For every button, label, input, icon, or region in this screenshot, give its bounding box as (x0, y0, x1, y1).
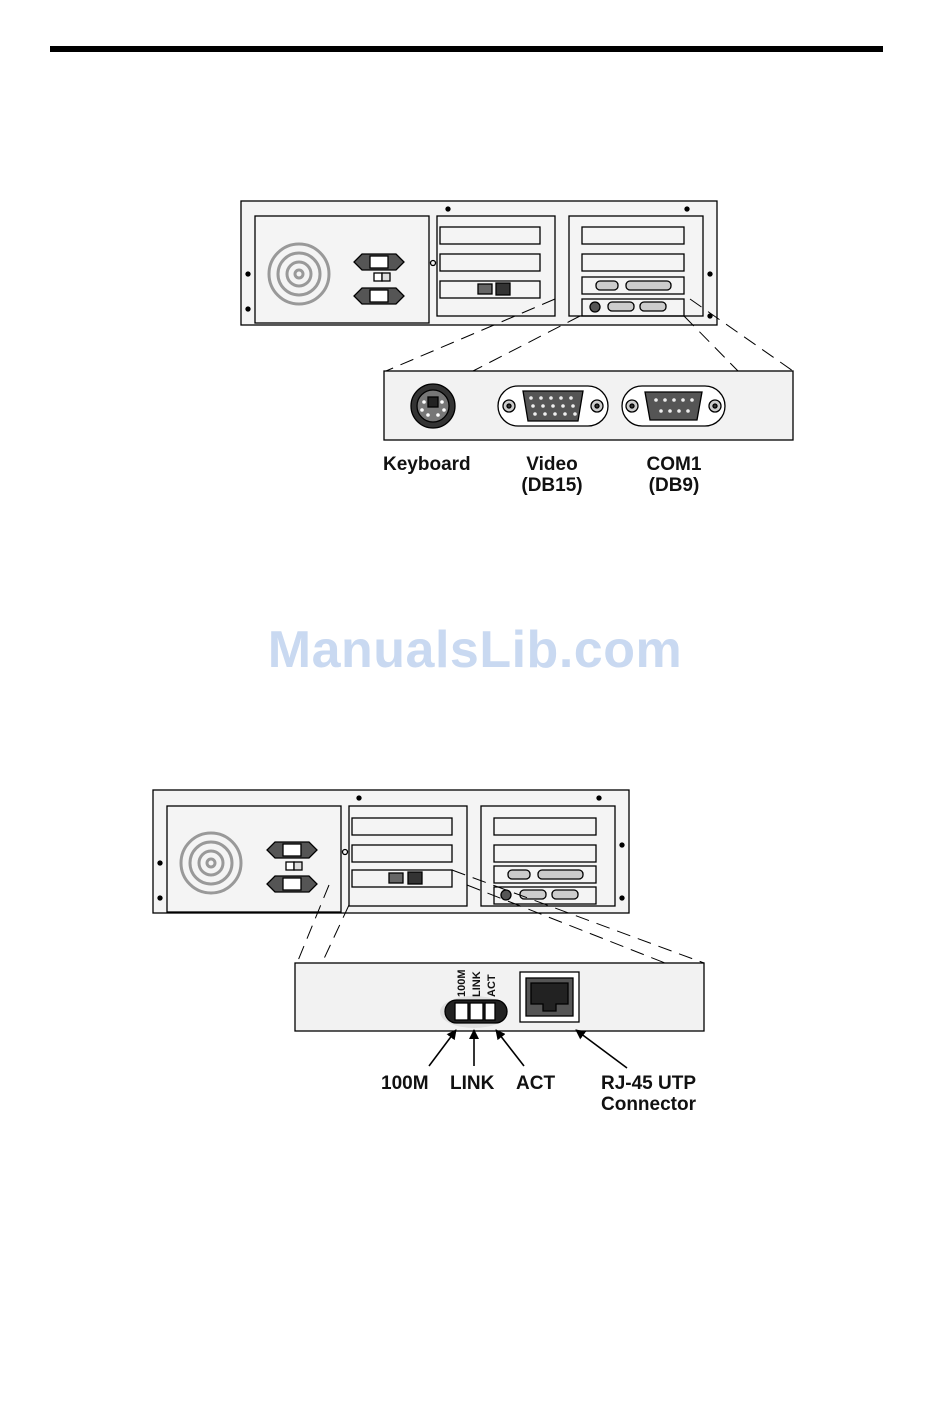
com1-label: COM1 (DB9) (636, 454, 712, 496)
ethernet-panel-zoom (295, 963, 704, 1031)
callout-arrows (429, 1030, 627, 1068)
callout-link: LINK (450, 1073, 494, 1094)
callout-act: ACT (516, 1073, 555, 1094)
video-label-line2: (DB15) (510, 475, 594, 496)
video-label-line1: Video (510, 454, 594, 475)
com1-label-line2: (DB9) (636, 475, 712, 496)
io-panel-zoom (384, 371, 793, 440)
chassis-rear-top (241, 201, 717, 325)
led-indicator-icon (440, 996, 508, 1028)
keyboard-label: Keyboard (383, 454, 471, 475)
rj45-connector-icon (520, 972, 579, 1022)
callout-100m: 100M (381, 1073, 429, 1094)
led-label-100m: 100M (456, 969, 468, 997)
callout-rj45: RJ-45 UTP Connector (601, 1073, 696, 1115)
callout-rj45-line1: RJ-45 UTP (601, 1073, 696, 1094)
keyboard-connector-icon (411, 384, 455, 428)
led-label-link: LINK (471, 971, 483, 997)
led-label-act: ACT (486, 974, 498, 997)
com1-label-line1: COM1 (636, 454, 712, 475)
com1-db9-connector-icon (622, 386, 725, 426)
video-label: Video (DB15) (510, 454, 594, 496)
callout-rj45-line2: Connector (601, 1094, 696, 1115)
video-db15-connector-icon (498, 386, 608, 426)
chassis-rear-bottom (153, 790, 629, 913)
